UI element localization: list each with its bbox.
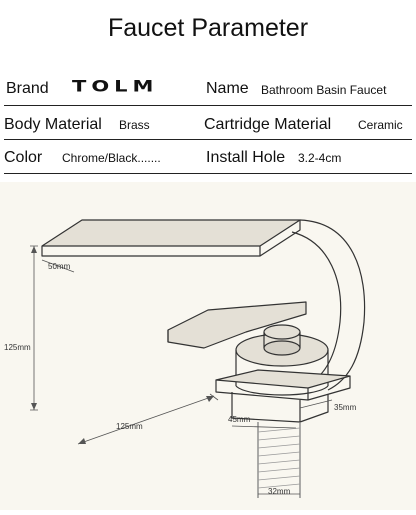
name-label: Name xyxy=(206,80,249,97)
dim-base-width: 45mm xyxy=(228,415,251,424)
dim-pipe-width: 32mm xyxy=(268,487,291,496)
row-divider xyxy=(4,173,412,174)
install-hole-label: Install Hole xyxy=(206,149,286,166)
dimension-lines xyxy=(30,245,333,495)
dimension-arrows xyxy=(31,246,214,444)
brand-logo: TOLM xyxy=(72,77,159,95)
color-label: Color xyxy=(4,149,43,166)
spec-row-brand: Brand TOLM Name Bathroom Basin Faucet xyxy=(0,72,416,106)
dim-spout-thickness: 50mm xyxy=(48,262,71,271)
dim-height: 125mm xyxy=(4,343,31,352)
body-material-value: Brass xyxy=(119,118,150,132)
faucet-line-drawing: 50mm 125mm 125mm 45mm 35mm 32mm xyxy=(4,219,366,498)
body-material-label: Body Material xyxy=(4,116,102,133)
cartridge-material-value: Ceramic xyxy=(358,118,403,132)
cartridge-material-label: Cartridge Material xyxy=(204,116,332,133)
install-hole-value: 3.2-4cm xyxy=(298,151,342,165)
faucet-outline xyxy=(41,219,366,498)
dim-base-depth: 35mm xyxy=(334,403,357,412)
dim-depth: 125mm xyxy=(116,422,143,431)
name-value: Bathroom Basin Faucet xyxy=(261,83,387,97)
spec-row-material: Body Material Brass Cartridge Material C… xyxy=(0,106,416,140)
spec-row-color: Color Chrome/Black....... Install Hole 3… xyxy=(0,140,416,174)
row-divider xyxy=(4,105,412,106)
page-title: Faucet Parameter xyxy=(107,14,309,42)
row-divider xyxy=(4,139,412,140)
faucet-drawing: 50mm 125mm 125mm 45mm 35mm 32mm xyxy=(0,182,416,510)
brand-label: Brand xyxy=(6,80,49,97)
color-value: Chrome/Black....... xyxy=(62,151,161,165)
pipe-thread-hatching xyxy=(257,427,301,489)
